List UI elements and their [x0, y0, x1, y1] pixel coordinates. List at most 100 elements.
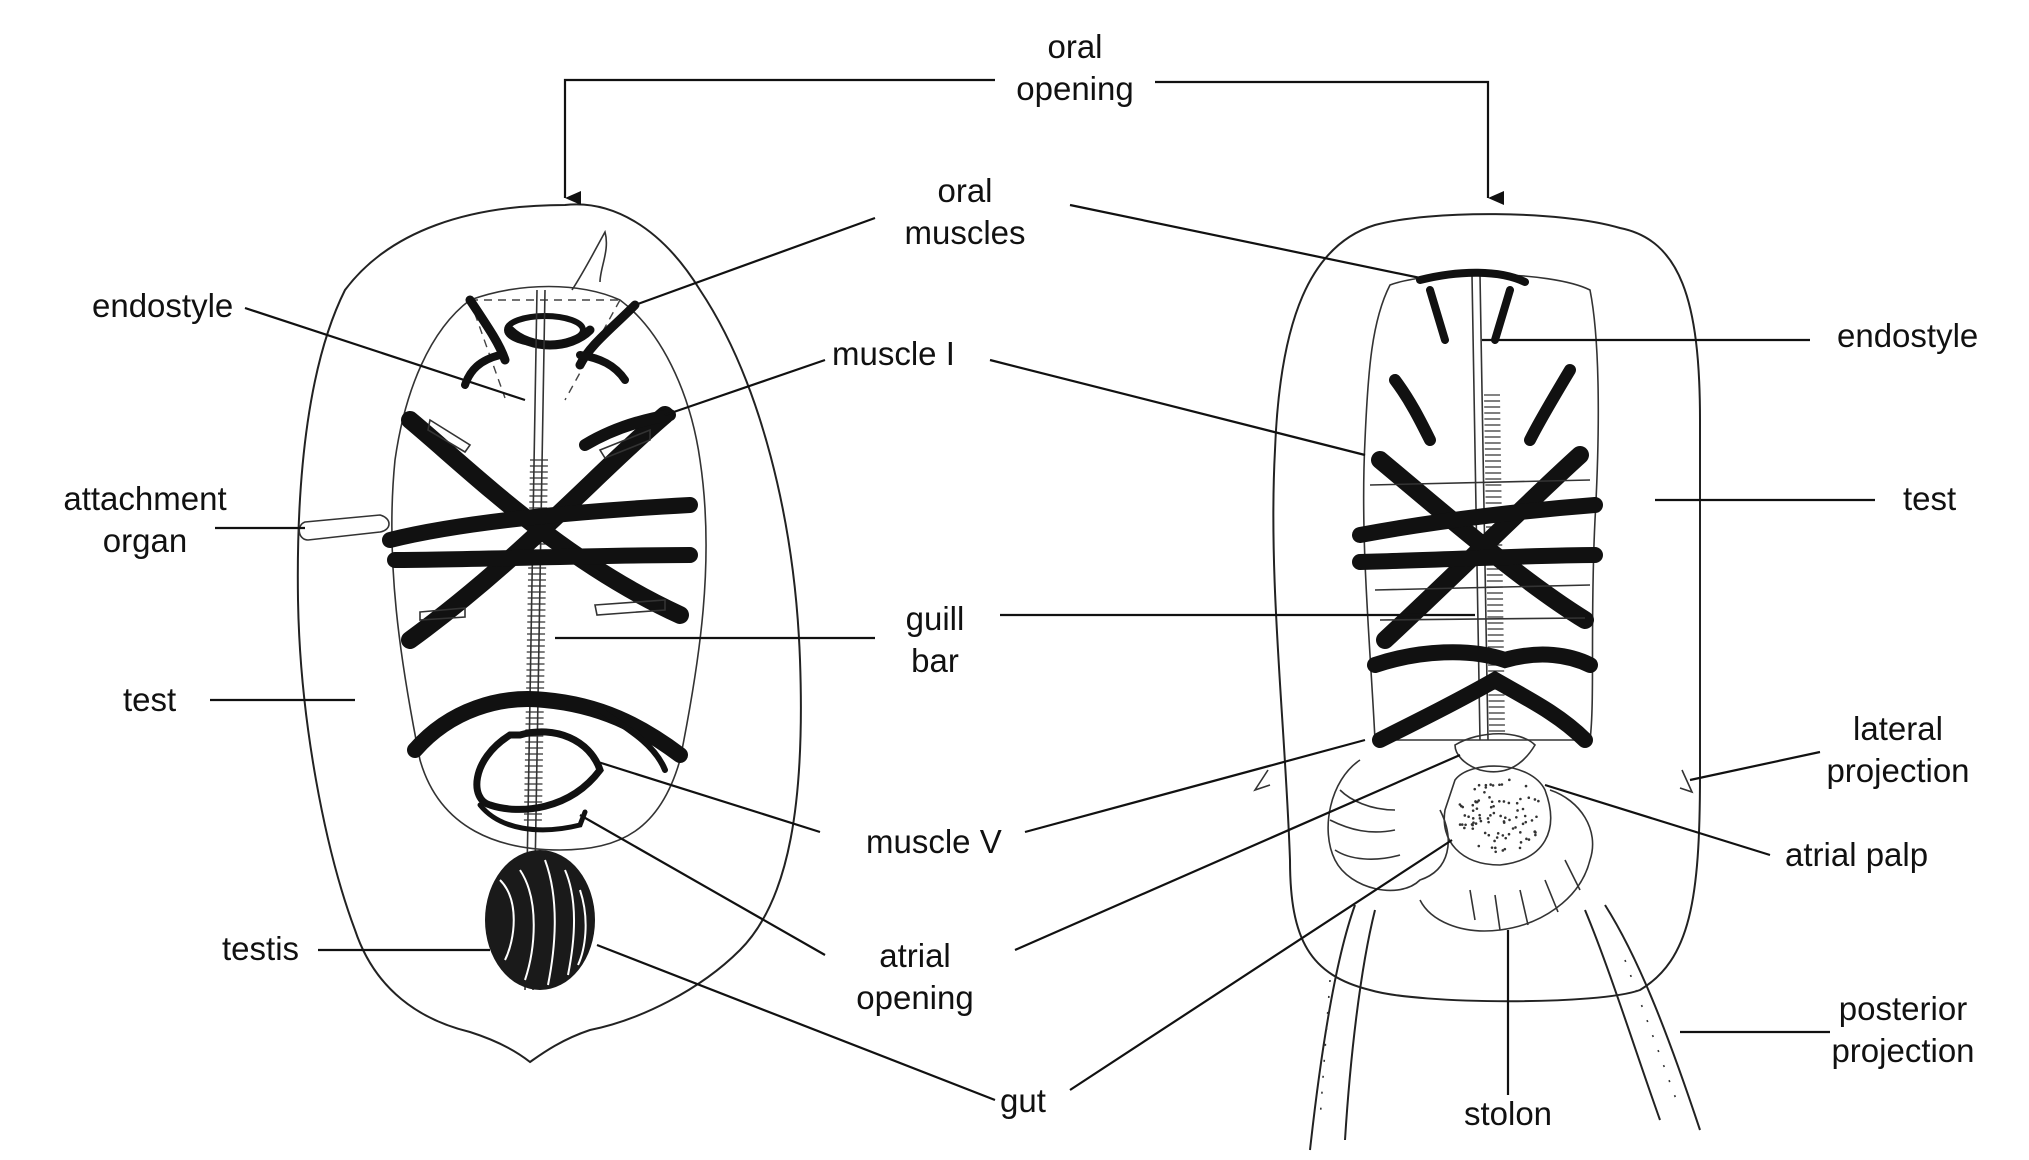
stipple-dot — [1519, 841, 1523, 844]
label-endostyle-left: endostyle — [92, 287, 233, 324]
stipple-dot — [1493, 839, 1496, 843]
stipple-dot — [1492, 811, 1496, 815]
stipple-dot — [1515, 815, 1518, 819]
stipple-dot — [1494, 850, 1497, 854]
label-attachment-organ-line1: attachment — [63, 480, 226, 517]
stipple-dot — [1492, 804, 1495, 808]
label-posterior-projection-line1: posterior — [1839, 990, 1967, 1027]
stipple-dot — [1483, 831, 1487, 835]
stipple-dot — [1504, 816, 1507, 819]
stipple-dot — [1508, 818, 1511, 822]
stipple-dot — [1530, 819, 1534, 822]
label-lateral-projection-line1: lateral — [1853, 710, 1943, 747]
stipple-dot — [1511, 827, 1515, 830]
stipple-dot — [1496, 832, 1500, 835]
stipple-dot — [1524, 784, 1528, 788]
stipple-dot — [1494, 846, 1497, 850]
stipple-dot — [1474, 800, 1477, 803]
right-posterior-projection-left — [1309, 904, 1376, 1151]
stipple-dot — [1501, 834, 1505, 837]
stipple-dot — [1474, 822, 1478, 825]
stipple-dot — [1516, 809, 1519, 812]
right-test-outline — [1272, 213, 1701, 1003]
stipple-dot — [1537, 799, 1540, 803]
stipple-dot — [1515, 801, 1519, 805]
label-muscle-v: muscle V — [866, 823, 1002, 860]
stipple-dot — [1499, 814, 1502, 818]
right-muscle-x — [1371, 446, 1594, 649]
stipple-dot — [1464, 823, 1467, 827]
stipple-dot — [1519, 797, 1522, 801]
label-endostyle-right: endostyle — [1837, 317, 1978, 354]
stipple-dot — [1490, 800, 1494, 804]
label-atrial-palp: atrial palp — [1785, 836, 1928, 873]
label-oral-opening-line2: opening — [1016, 70, 1133, 107]
label-test-left: test — [123, 681, 176, 718]
label-gut: gut — [1000, 1082, 1046, 1119]
label-test-right: test — [1903, 480, 1956, 517]
leader-lines — [210, 78, 1875, 1102]
stipple-dot — [1500, 783, 1504, 786]
stipple-dot — [1478, 813, 1481, 817]
stipple-dot — [1498, 799, 1501, 803]
stipple-dot — [1463, 814, 1467, 817]
stipple-dot — [1501, 849, 1505, 852]
stipple-dot — [1458, 803, 1462, 806]
label-atrial-opening-line2: opening — [856, 979, 973, 1016]
stipple-dot — [1477, 783, 1481, 787]
stipple-dot — [1477, 799, 1481, 802]
label-atrial-opening-line1: atrial — [879, 937, 951, 974]
stipple-dot — [1503, 847, 1507, 851]
stipple-dot — [1471, 803, 1475, 807]
stipple-dot — [1478, 817, 1482, 820]
right-endostyle — [1471, 274, 1489, 741]
stipple-dot — [1502, 820, 1506, 823]
atrial-palp-shape — [1454, 732, 1537, 773]
stipple-dot — [1486, 817, 1490, 820]
stipple-dot — [1533, 798, 1537, 801]
stipple-dot — [1504, 836, 1508, 840]
stipple-dot — [1460, 823, 1464, 826]
right-muscle-v — [1367, 644, 1598, 748]
label-attachment-organ-line2: organ — [103, 522, 187, 559]
stipple-dot — [1534, 833, 1537, 837]
stolon-stipple — [1458, 778, 1540, 854]
left-atrial-opening — [473, 728, 604, 813]
stipple-dot — [1489, 814, 1492, 817]
stipple-dot — [1518, 846, 1522, 850]
attachment-organ-shape — [298, 514, 390, 541]
stipple-dot — [1471, 823, 1474, 827]
stipple-dot — [1489, 783, 1492, 786]
label-muscle-i: muscle I — [832, 335, 955, 372]
stipple-dot — [1472, 821, 1475, 824]
stipple-dot — [1471, 827, 1475, 830]
stipple-dot — [1508, 778, 1511, 782]
right-posterior-projection-right — [1584, 904, 1701, 1131]
stipple-dot — [1477, 844, 1481, 848]
label-oral-muscles-line1: oral — [937, 172, 992, 209]
left-specimen — [296, 203, 802, 1064]
stipple-dot — [1471, 809, 1475, 812]
left-test-outline — [296, 203, 802, 1064]
stipple-dot — [1535, 815, 1538, 819]
stipple-dot — [1488, 796, 1491, 799]
label-posterior-projection-line2: projection — [1831, 1032, 1974, 1069]
stipple-dot — [1471, 817, 1475, 820]
right-gut — [1327, 759, 1594, 932]
stipple-dot — [1487, 820, 1490, 824]
stipple-dot — [1458, 823, 1462, 826]
stipple-dot — [1467, 815, 1470, 819]
testis-shape — [485, 850, 595, 990]
left-muscle-v — [407, 691, 688, 763]
stipple-dot — [1533, 830, 1537, 833]
stipple-dot — [1484, 786, 1488, 789]
stipple-dot — [1521, 822, 1525, 826]
stipple-dot — [1514, 826, 1517, 829]
stipple-dot — [1527, 838, 1531, 841]
stipple-dot — [1495, 836, 1499, 839]
stipple-dot — [1491, 784, 1495, 787]
label-oral-muscles-line2: muscles — [904, 214, 1025, 251]
stipple-dot — [1487, 833, 1491, 837]
stipple-dot — [1473, 787, 1477, 791]
label-stolon: stolon — [1464, 1095, 1552, 1132]
